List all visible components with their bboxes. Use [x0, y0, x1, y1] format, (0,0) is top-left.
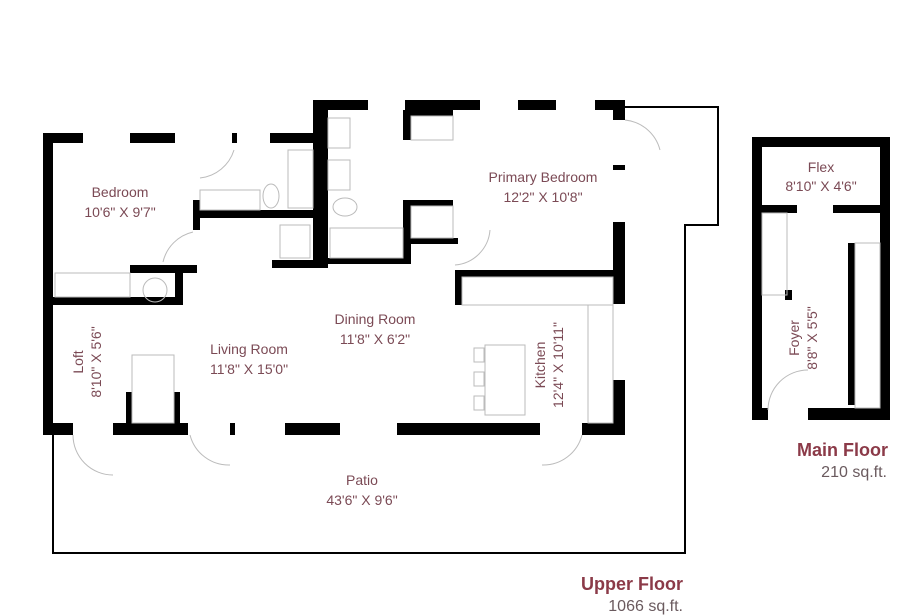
room-name-dining-room: Dining Room	[335, 311, 416, 327]
room-name-bedroom: Bedroom	[92, 184, 149, 200]
patio-outline	[52, 106, 719, 554]
room-size-living-room: 11'8" X 15'0"	[210, 361, 288, 377]
upper-floor-walls	[43, 100, 625, 435]
room-size-foyer: 8'8" X 5'5"	[804, 306, 820, 370]
room-size-primary-bedroom: 12'2" X 10'8"	[503, 189, 582, 205]
room-labels: Bedroom 10'6" X 9'7" Primary Bedroom 12'…	[70, 159, 857, 508]
room-size-kitchen: 12'4" X 10'11"	[550, 322, 566, 408]
room-name-flex: Flex	[808, 159, 834, 175]
upper-floor-title: Upper Floor	[581, 574, 683, 594]
room-size-loft: 8'10" X 5'6"	[88, 326, 104, 397]
main-floor-title: Main Floor	[797, 440, 888, 460]
room-size-bedroom: 10'6" X 9'7"	[84, 204, 155, 220]
room-name-primary-bedroom: Primary Bedroom	[489, 169, 598, 185]
room-name-loft: Loft	[70, 350, 86, 373]
room-name-living-room: Living Room	[210, 341, 288, 357]
main-floor-area: 210 sq.ft.	[821, 464, 887, 481]
room-size-patio: 43'6" X 9'6"	[326, 492, 397, 508]
main-floor-walls	[752, 137, 890, 420]
room-name-kitchen: Kitchen	[532, 342, 548, 389]
room-size-dining-room: 11'8" X 6'2"	[340, 331, 410, 347]
upper-floor-area: 1066 sq.ft.	[608, 598, 683, 615]
room-size-flex: 8'10" X 4'6"	[785, 178, 856, 194]
room-name-foyer: Foyer	[786, 320, 802, 356]
upper-floor-fixtures	[54, 115, 661, 476]
room-name-patio: Patio	[346, 472, 378, 488]
